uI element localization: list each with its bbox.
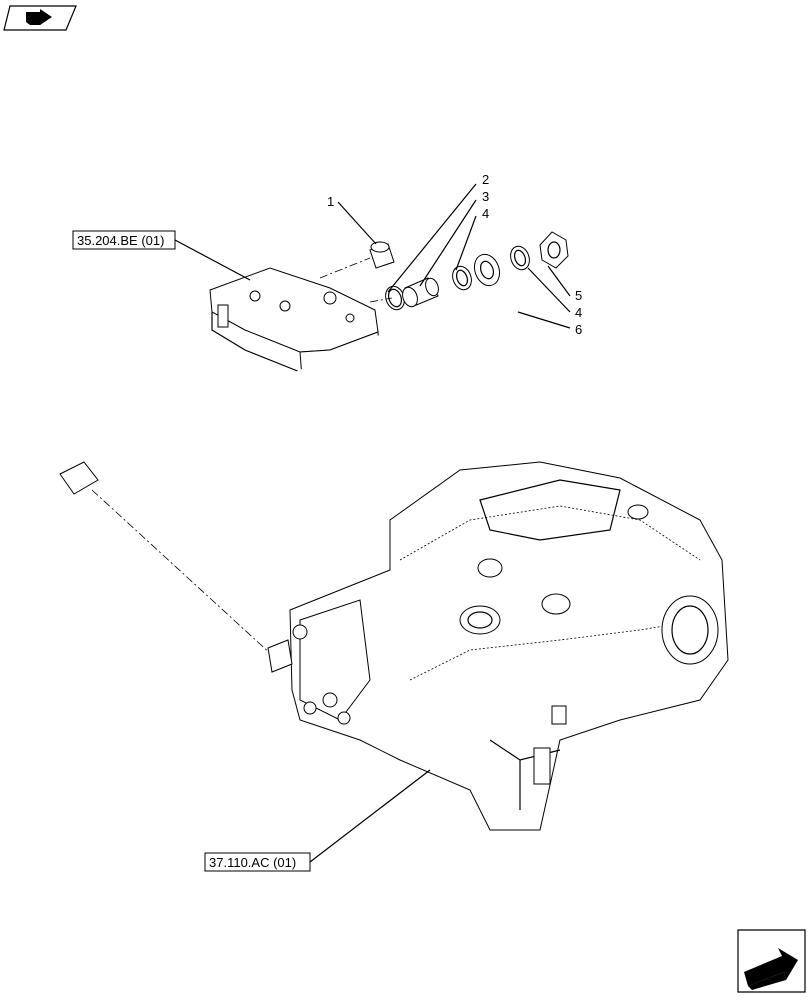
assembly-line — [91, 489, 273, 656]
banjo-fitting-part — [473, 253, 501, 287]
callout-5: 5 — [575, 288, 582, 303]
assembly-line — [369, 297, 393, 303]
callout-3: 3 — [482, 189, 489, 204]
reference-link-upper[interactable]: 35.204.BE (01) — [72, 230, 176, 250]
nut-part — [539, 231, 569, 269]
next-page-arrow-icon[interactable] — [737, 929, 806, 993]
washer-part — [452, 265, 472, 291]
rear-housing — [267, 461, 729, 831]
leader-lines — [174, 183, 571, 863]
reference-link-lower[interactable]: 37.110.AC (01) — [204, 852, 311, 872]
callout-6: 6 — [575, 322, 582, 337]
o-ring-part — [385, 285, 405, 311]
plug-part — [369, 241, 395, 269]
svg-text:37.110.AC (01): 37.110.AC (01) — [209, 855, 296, 870]
washer-part-2 — [510, 245, 530, 271]
callout-1: 1 — [327, 194, 334, 209]
adapter-part — [402, 277, 439, 308]
book-arrow-icon[interactable] — [3, 5, 77, 31]
assembly-line — [319, 257, 371, 279]
svg-text:35.204.BE (01): 35.204.BE (01) — [77, 233, 164, 248]
callout-4b: 4 — [575, 305, 582, 320]
callout-4: 4 — [482, 206, 489, 221]
callout-2: 2 — [482, 172, 489, 187]
hydraulic-pipe — [55, 278, 527, 495]
